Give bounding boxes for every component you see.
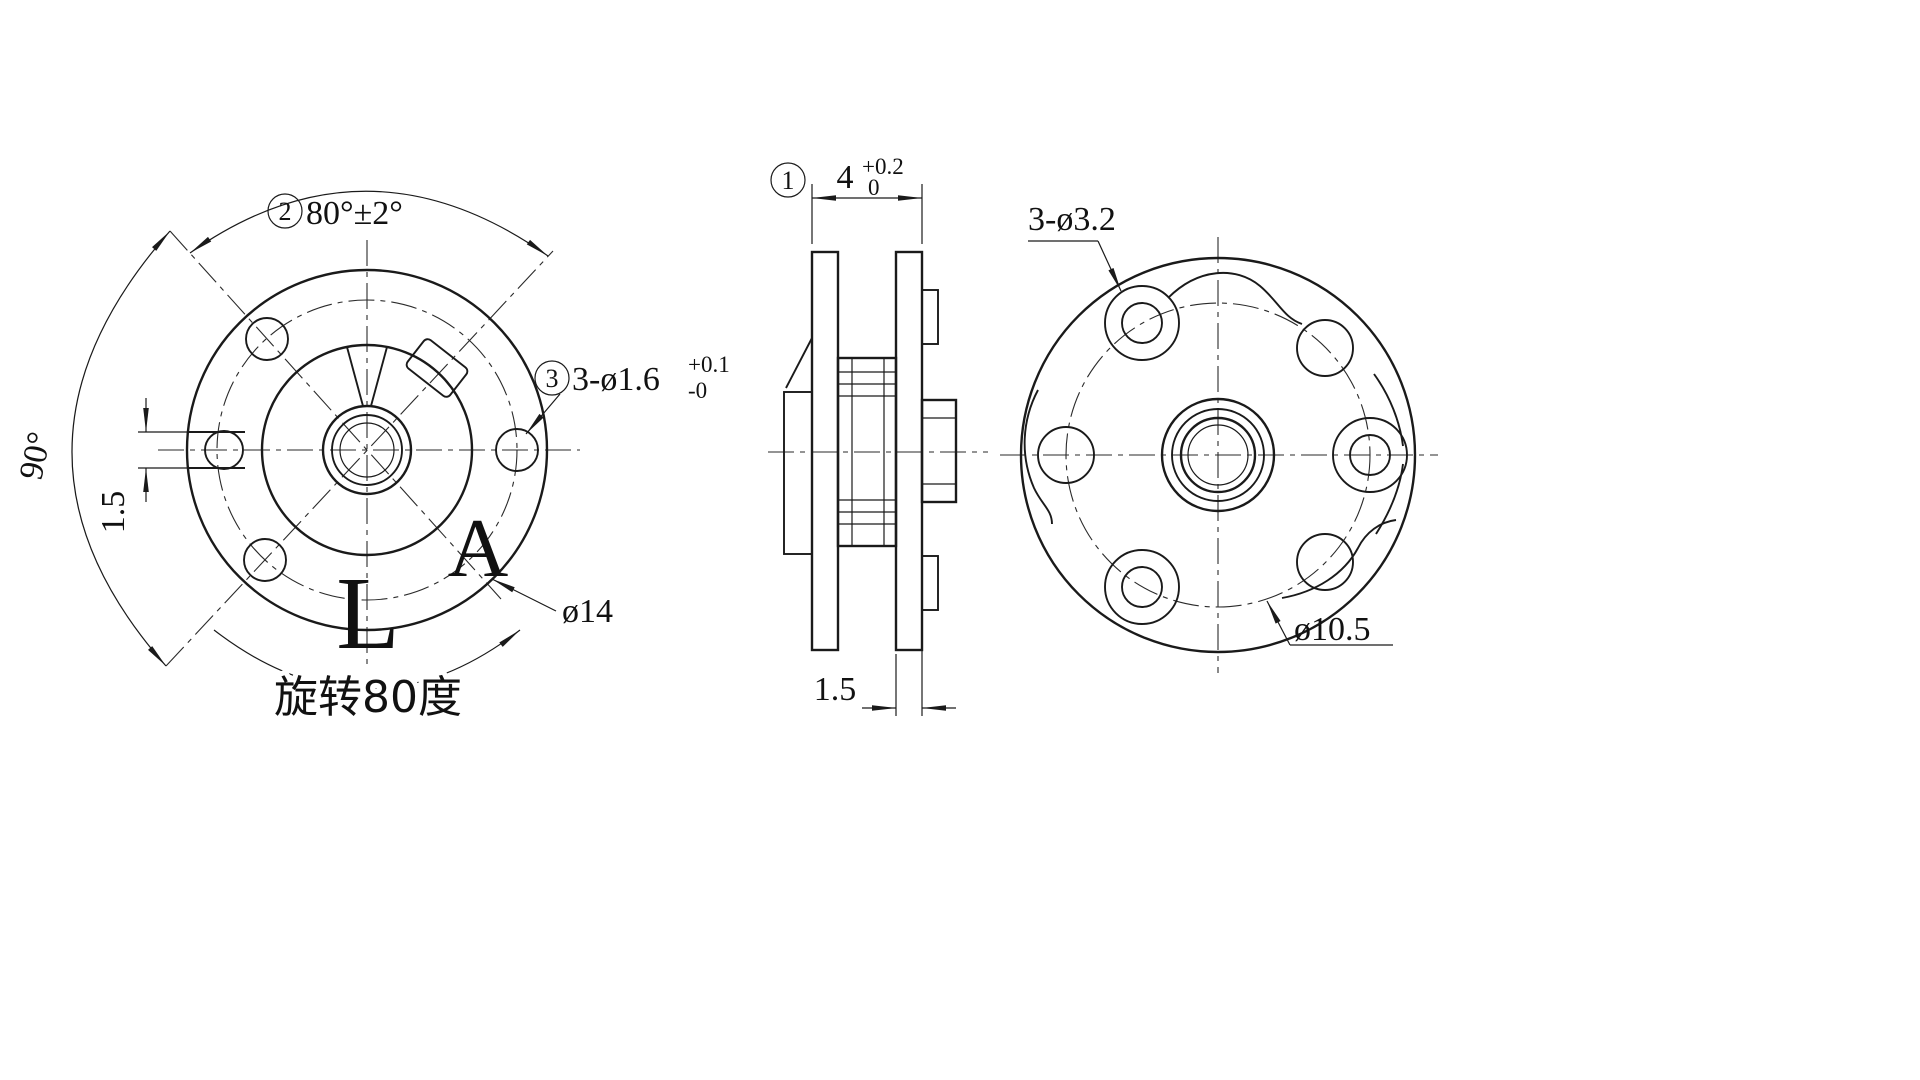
front-holes-label: 3-ø1.6	[572, 361, 660, 398]
hatched-hole-bottom-left	[1104, 549, 1180, 625]
front-hole-right	[495, 428, 539, 472]
plain-hole-top-right	[1296, 319, 1354, 377]
callout-2-number: 2	[279, 197, 292, 226]
front-outer-dia-leader: ø14	[491, 578, 613, 630]
front-rotor-notch	[346, 346, 388, 407]
letter-L: L	[336, 556, 400, 671]
back-view: 3-ø3.2 ø10.5	[1000, 201, 1438, 673]
front-holes-tol-upper: +0.1	[688, 352, 730, 377]
plain-hole-bottom-right	[1296, 533, 1354, 591]
back-bolt-circle-callout: ø10.5	[1266, 600, 1393, 648]
plain-hole-left	[1037, 426, 1095, 484]
rotation-note: 旋转80度	[274, 672, 462, 723]
back-hatched-holes	[1104, 285, 1408, 625]
front-hub	[321, 404, 413, 496]
bolt-circle-dia-text: ø10.5	[1294, 611, 1371, 648]
front-holes-callout: 3 3-ø1.6 +0.1 -0	[525, 352, 730, 435]
width-dim-text: 4	[837, 159, 854, 196]
callout-3-number: 3	[546, 364, 559, 393]
front-holes-tol-lower: -0	[688, 378, 707, 403]
front-view: 1.5 2 80°±2° 90° 3 3-ø1.6 +0.1 -0 ø14	[13, 190, 730, 728]
callout-2-balloon	[267, 193, 303, 229]
side-damper-body	[836, 356, 898, 548]
side-left-boss	[783, 337, 813, 555]
callout-1-number: 1	[782, 166, 795, 195]
front-outer-circle	[185, 268, 549, 632]
front-stop-tab	[405, 338, 469, 398]
back-outer-circle	[1019, 256, 1417, 654]
back-holes-label: 3-ø3.2	[1028, 201, 1116, 238]
back-bolt-circle	[1065, 302, 1371, 608]
front-inner-boss-circle	[260, 343, 474, 557]
back-holes-callout: 3-ø3.2	[1028, 201, 1122, 292]
side-view: 4 +0.2 0 1 1.5	[768, 154, 988, 716]
side-left-plate	[810, 250, 840, 652]
letter-A: A	[448, 502, 509, 595]
front-diagonal-upperleft	[169, 230, 502, 600]
side-right-plate	[894, 250, 924, 652]
back-cam-slot-curves	[1023, 271, 1404, 599]
callout-3-balloon	[534, 360, 570, 396]
front-mounting-holes	[243, 317, 539, 582]
front-slot-width-dimension: 1.5	[95, 398, 210, 533]
front-bolt-circle	[216, 299, 518, 601]
width-tol-upper: +0.2	[862, 154, 904, 179]
front-hole-top-left	[245, 317, 289, 361]
front-angle-90-dimension: 90°	[13, 230, 171, 667]
width-tol-lower: 0	[868, 175, 880, 200]
hatched-hole-right	[1332, 417, 1408, 493]
hatched-hole-top-left	[1104, 285, 1180, 361]
slot-width-text: 1.5	[95, 491, 132, 534]
front-angle-80-dimension: 2 80°±2°	[189, 190, 549, 257]
side-shaft	[920, 398, 958, 504]
side-width-dimension: 4 +0.2 0 1	[770, 154, 923, 244]
side-bottom-tab	[921, 555, 939, 611]
rotation-arc	[213, 629, 521, 690]
thickness-dim-text: 1.5	[814, 671, 857, 708]
callout-1-balloon	[770, 162, 806, 198]
front-hole-bottom-left	[243, 538, 287, 582]
outer-dia-text: ø14	[562, 593, 613, 630]
side-top-tab	[921, 289, 939, 345]
front-diagonal-lowerleft	[165, 250, 554, 667]
side-thickness-dimension: 1.5	[814, 614, 956, 716]
angle-90-text: 90°	[13, 429, 59, 483]
back-plain-holes	[1037, 319, 1354, 591]
angle-80-text: 80°±2°	[306, 195, 403, 232]
back-hub	[1160, 397, 1276, 513]
